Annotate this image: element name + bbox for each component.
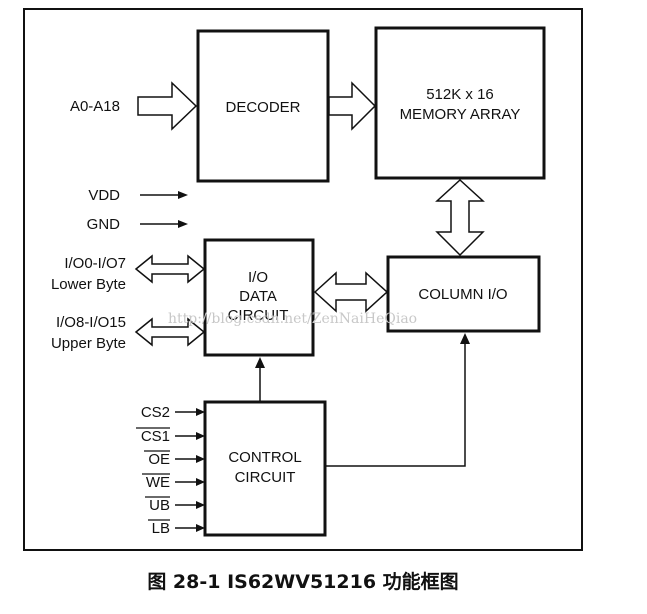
decoder-label: DECODER [225,99,300,116]
column-io-block [386,255,541,333]
control-circuit-label-1: CONTROL [228,449,301,466]
io-data-circuit-label-3: CIRCUIT [228,307,289,324]
diagram-frame [23,8,583,551]
column-io-label: COLUMN I/O [418,286,507,303]
address-bus-arrow [137,81,198,131]
gnd-pin-label: GND [87,216,121,233]
vdd-arrow-head [178,191,188,199]
decoder-to-memory-arrow [328,81,377,131]
io-lower-pin-label-2: Lower Byte [51,276,126,293]
address-pin-label: A0-A18 [70,98,120,115]
active-low-overbars [136,427,170,521]
memory-column-bus-arrow [435,178,485,257]
cs2-pin-label: CS2 [141,404,170,421]
control-to-column-arrow-head [460,333,470,344]
io-data-circuit-label-1: I/O [248,269,268,286]
control-circuit-block [203,400,327,537]
io-data-circuit-label-2: DATA [239,288,277,305]
io-data-circuit-block [203,238,315,357]
memory-array-block [374,26,546,180]
control-to-column-line [326,343,466,467]
io-column-bus-arrow [313,271,389,313]
figure-caption: 图 28-1 IS62WV51216 功能框图 [147,570,458,593]
control-to-io-arrow-head [255,357,265,368]
ub-pin-label: UB [149,497,170,514]
oe-pin-label: OE [148,451,170,468]
io-upper-pin-label-1: I/O8-I/O15 [56,314,126,331]
io-lower-bus-arrow [134,254,206,284]
watermark-text: http://blog.csdn.net/ZenNaiHeQiao [168,311,417,327]
decoder-block [196,29,330,183]
memory-array-label-1: 512K x 16 [426,86,494,103]
io-upper-bus-arrow [134,317,206,347]
control-pin-arrows [175,408,205,532]
control-circuit-label-2: CIRCUIT [235,469,296,486]
gnd-arrow-head [178,220,188,228]
cs1-pin-label: CS1 [141,428,170,445]
io-upper-pin-label-2: Upper Byte [51,335,126,352]
memory-array-label-2: MEMORY ARRAY [400,106,521,123]
vdd-pin-label: VDD [88,187,120,204]
we-pin-label: WE [146,474,170,491]
io-lower-pin-label-1: I/O0-I/O7 [64,255,126,272]
lb-pin-label: LB [152,520,170,537]
